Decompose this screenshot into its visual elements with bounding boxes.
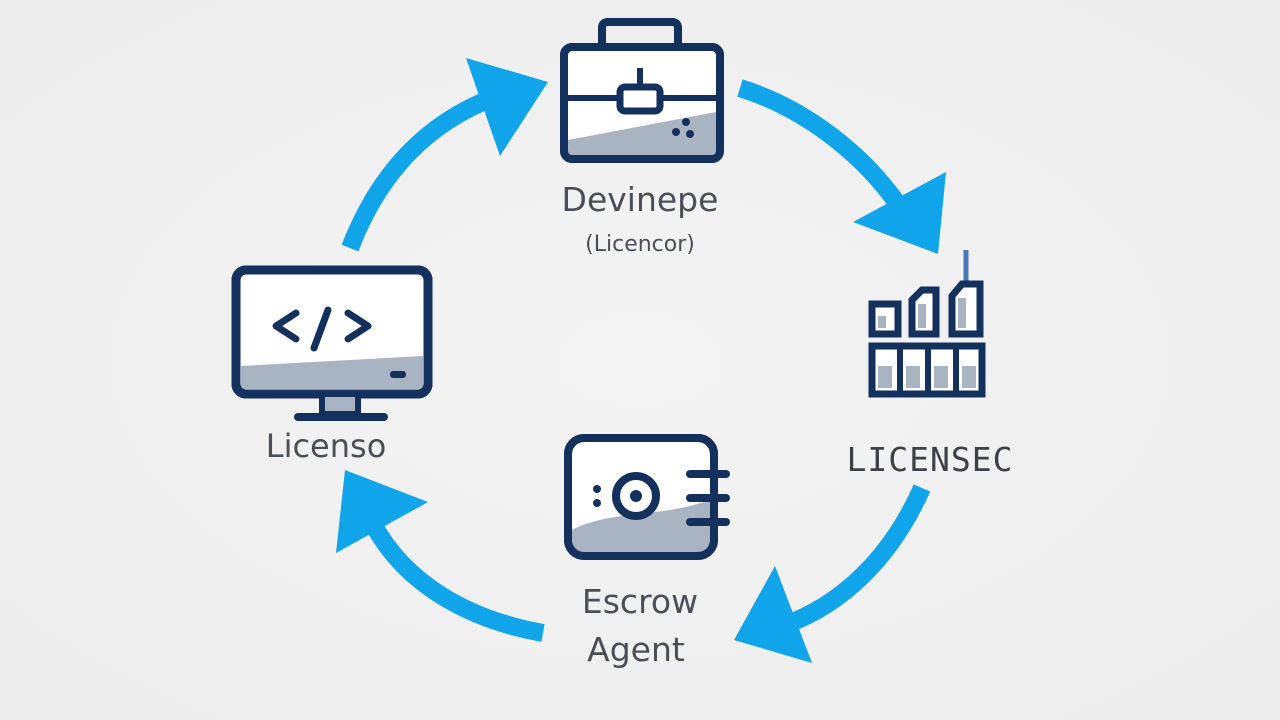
safe-icon bbox=[564, 434, 730, 560]
node-left-title: Licenso bbox=[265, 427, 387, 465]
code-monitor-icon bbox=[231, 265, 433, 421]
arrow-top-to-right-head bbox=[853, 172, 946, 254]
arrow-bottom-to-left-head bbox=[336, 470, 428, 553]
arrow-right-to-bottom bbox=[781, 484, 931, 634]
building-icon bbox=[868, 250, 986, 398]
node-right-title: LICENSEC bbox=[846, 440, 1014, 479]
arrow-left-to-top bbox=[341, 86, 504, 252]
arrow-right-to-bottom-head bbox=[734, 566, 812, 663]
arrow-top-to-right bbox=[737, 79, 913, 220]
briefcase-icon bbox=[560, 18, 724, 163]
arrow-left-to-top-head bbox=[466, 58, 548, 156]
node-top-subtitle: (Licencor) bbox=[585, 232, 695, 257]
node-bottom-title-line1: Escrow bbox=[581, 582, 699, 621]
node-top-title: Devinepe bbox=[561, 180, 719, 219]
arrow-bottom-to-left bbox=[364, 517, 545, 642]
node-bottom-title-line2: Agent bbox=[587, 630, 685, 669]
arrows-group bbox=[336, 58, 946, 663]
